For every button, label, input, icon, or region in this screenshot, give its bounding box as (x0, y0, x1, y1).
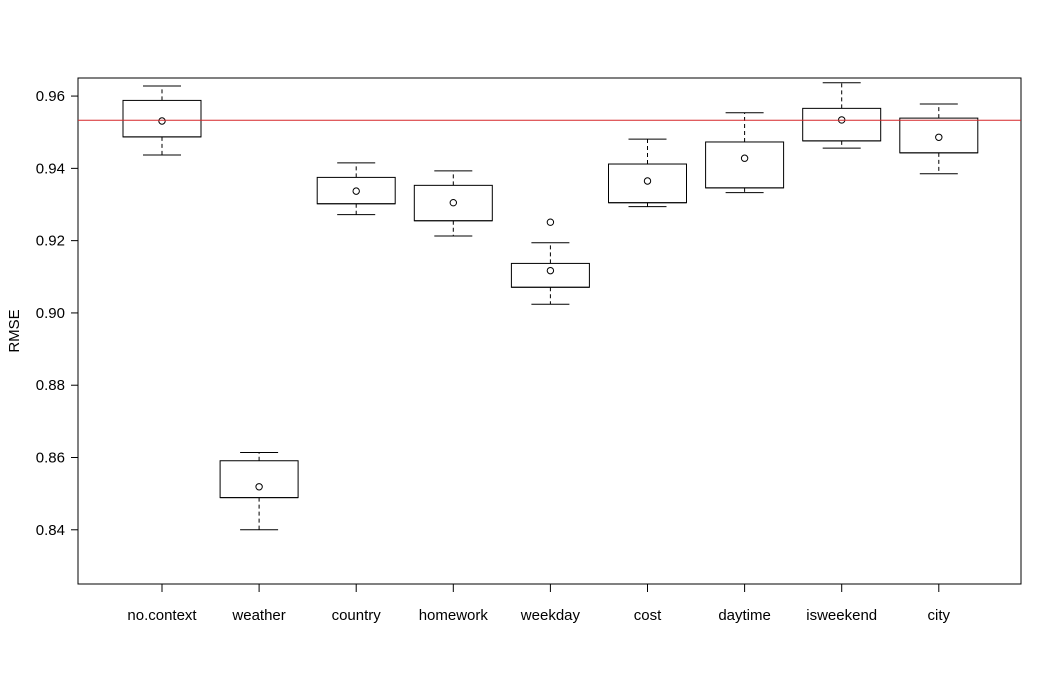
box-group-cost (608, 138, 687, 208)
x-tick-label: homework (419, 607, 489, 624)
x-tick-label: daytime (718, 607, 771, 624)
y-tick-label: 0.88 (36, 377, 65, 394)
box (705, 141, 785, 189)
box-group-weather (219, 451, 299, 531)
box-group-daytime (705, 112, 785, 194)
mean-marker (643, 177, 652, 185)
mean-marker (352, 187, 360, 195)
x-tick-label: weekday (520, 607, 581, 624)
mean-marker (546, 266, 555, 275)
x-tick-label: country (332, 607, 382, 624)
box (802, 107, 882, 142)
y-axis-title: RMSE (6, 309, 23, 352)
x-tick-label: isweekend (806, 607, 877, 624)
box-group-city (899, 103, 979, 175)
mean-marker (158, 117, 166, 125)
box-group-no.context (122, 85, 202, 156)
mean-marker (449, 198, 457, 207)
y-tick-label: 0.94 (36, 160, 65, 177)
box-group-weekday (510, 218, 590, 305)
x-tick-label: city (928, 607, 951, 624)
box (219, 460, 299, 499)
x-tick-label: no.context (127, 607, 197, 624)
box-group-homework (413, 170, 493, 237)
y-tick-label: 0.86 (36, 450, 65, 467)
mean-marker (255, 483, 263, 491)
outlier-point (546, 218, 555, 226)
plot-area: 0.84 0.86 0.88 0.90 0.92 0.94 0.96 no.context we… (36, 77, 1022, 624)
plot-frame (77, 77, 1022, 585)
y-tick-label: 0.84 (36, 522, 65, 539)
y-tick-label: 0.92 (36, 233, 65, 250)
y-tick-label: 0.90 (36, 305, 65, 322)
box-group-country (316, 162, 396, 216)
mean-marker (935, 133, 943, 141)
mean-marker (740, 154, 749, 162)
x-tick-label: weather (231, 607, 285, 624)
y-tick-label: 0.96 (36, 88, 65, 105)
x-tick-label: cost (634, 607, 662, 624)
